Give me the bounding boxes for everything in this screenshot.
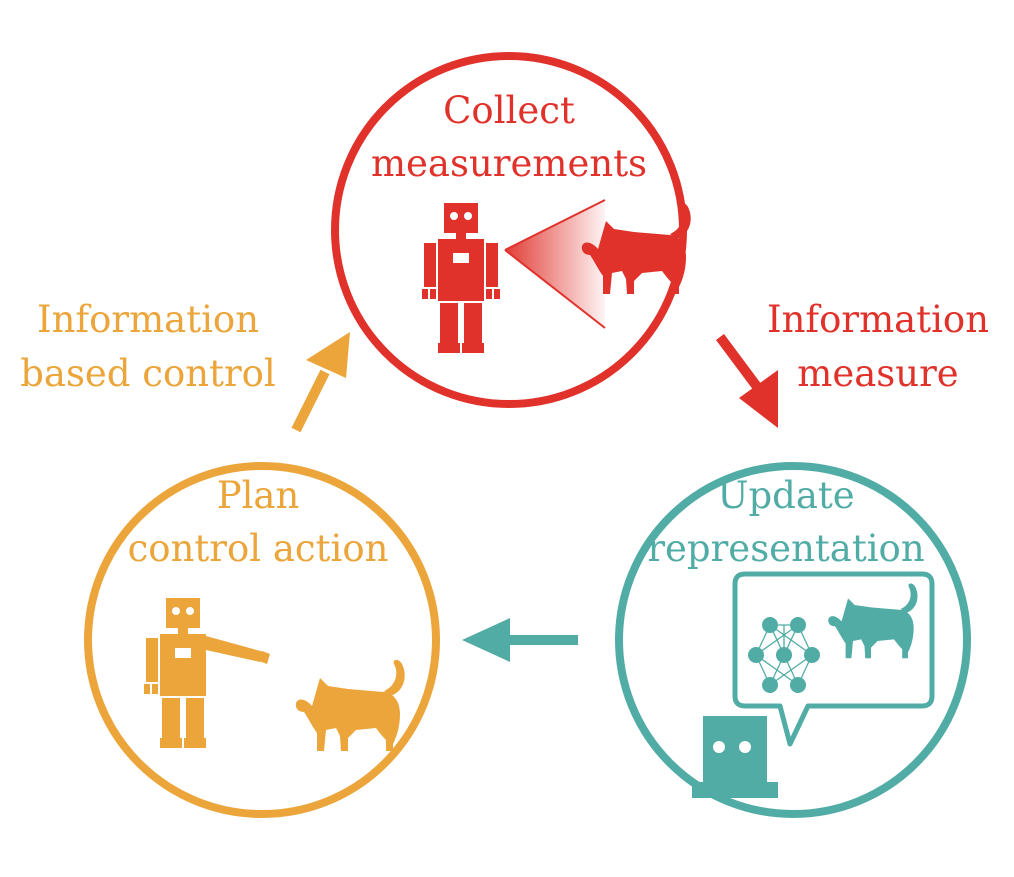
arrow-information-based-control [291, 332, 350, 433]
arrow-update-to-plan [462, 618, 578, 662]
sensor-beam-icon [505, 200, 605, 328]
node-plan-circle [84, 462, 440, 818]
node-plan-subtitle: control action [128, 527, 389, 570]
cat-icon [295, 659, 405, 751]
node-update-circle [615, 462, 971, 818]
plan-icons [144, 598, 405, 751]
edge-information-measure-line2: measure [797, 352, 958, 395]
node-collect-subtitle: measurements [371, 142, 647, 185]
update-icons [692, 571, 935, 798]
node-plan-title: Plan [217, 474, 300, 517]
edge-information-based-control-line2: based control [20, 352, 276, 395]
collect-icons [422, 199, 691, 353]
robot-icon [422, 203, 500, 353]
robot-pointing-icon [144, 598, 270, 748]
edge-information-based-control-line1: Information [37, 298, 259, 341]
neural-network-icon [748, 617, 820, 693]
node-collect-title: Collect [443, 89, 575, 132]
robot-head-icon [692, 716, 778, 798]
node-update-subtitle: representation [647, 527, 924, 570]
edge-information-measure-line1: Information [767, 298, 989, 341]
node-update-title: Update [717, 474, 854, 517]
arrow-information-measure [715, 334, 778, 428]
